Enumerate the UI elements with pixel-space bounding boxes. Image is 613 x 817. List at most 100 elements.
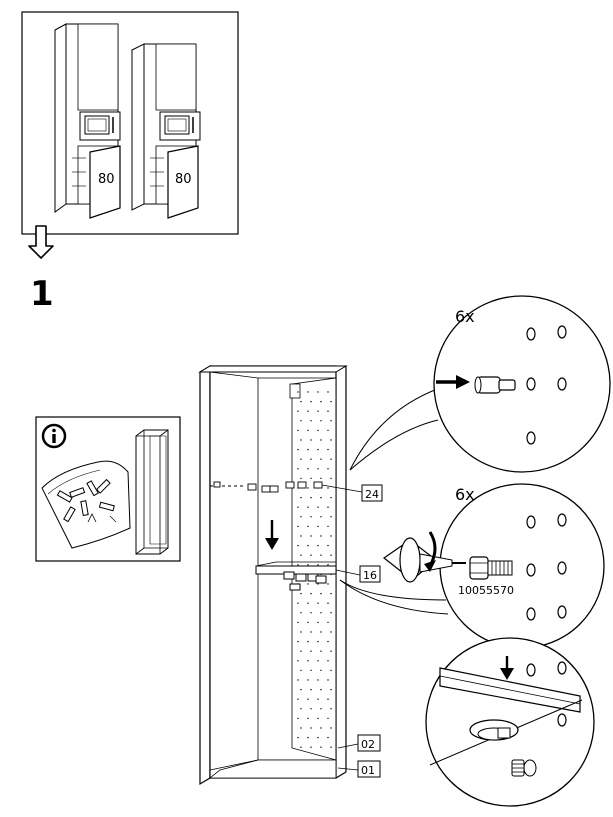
- hole-dot: [300, 727, 302, 729]
- hole-dot: [327, 564, 329, 566]
- hole-dot: [327, 487, 329, 489]
- hole-dot: [317, 640, 319, 643]
- hole-dot: [330, 650, 332, 652]
- hole-dot: [330, 535, 332, 537]
- hole-dot: [297, 679, 299, 681]
- hole-dot: [300, 516, 302, 518]
- hole-dot: [307, 544, 309, 547]
- hole-dot: [320, 554, 322, 556]
- hole-dot: [330, 612, 332, 614]
- hole-dot: [317, 717, 319, 720]
- hole-dot: [330, 477, 332, 480]
- hole-dot: [320, 669, 322, 672]
- black-arrow-icon: [436, 375, 470, 389]
- hole-dot: [300, 439, 302, 441]
- hole-dot: [317, 602, 319, 604]
- hole-dot: [317, 429, 319, 432]
- hole-dot: [307, 640, 309, 643]
- detail-circle-middle: 6x 10055570: [339, 483, 605, 649]
- hole-dot: [320, 477, 322, 480]
- hole-dot: [320, 727, 322, 729]
- hole-dot: [327, 736, 329, 739]
- hole-dot: [300, 496, 302, 499]
- hole-dot: [317, 525, 319, 528]
- hole-dot: [317, 679, 319, 681]
- callout-24-label: 24: [365, 488, 379, 501]
- hole-dot: [310, 516, 312, 518]
- hole-dot: [300, 669, 302, 672]
- hole-dot: [320, 592, 322, 595]
- hole-dot: [310, 554, 312, 556]
- hole-dot: [310, 420, 312, 422]
- hole-dot: [300, 535, 302, 537]
- hole-dot: [320, 516, 322, 518]
- hole-dot: [327, 698, 329, 700]
- hole-dot: [300, 746, 302, 748]
- hole-dot: [317, 468, 319, 470]
- callout-16-label: 16: [363, 569, 377, 582]
- fittings-bag-icon: [41, 460, 131, 549]
- hole-dot: [297, 544, 299, 547]
- hole-dot: [330, 439, 332, 441]
- info-icon: [41, 423, 67, 449]
- overview-cabinet-left: 80: [54, 23, 121, 219]
- hole-dot: [317, 391, 319, 393]
- outline-down-arrow-icon: [28, 225, 54, 259]
- screw-icon: [469, 556, 513, 580]
- hole-dot: [307, 583, 309, 585]
- hole-dot: [300, 400, 302, 403]
- hole-dot: [307, 468, 309, 470]
- overview-cabinet-right: 80: [131, 43, 201, 219]
- hole-dot: [297, 660, 299, 662]
- hole-dot: [317, 698, 319, 700]
- hole-dot: [310, 708, 312, 710]
- hole-dot: [330, 746, 332, 748]
- black-down-arrow-icon: [500, 656, 514, 680]
- screwdriver-icon: [382, 537, 466, 583]
- detail-top-quantity: 6x: [455, 307, 475, 326]
- overview-cabinet-left-label: 80: [98, 172, 115, 187]
- hole-dot: [330, 669, 332, 672]
- hole-dot: [297, 391, 299, 393]
- hole-dot: [317, 736, 319, 739]
- detail-circle-top: 6x: [349, 295, 611, 473]
- black-down-arrow-icon: [265, 520, 279, 550]
- microwave-icon: [159, 111, 201, 141]
- info-panel: [35, 416, 181, 562]
- step-number: 1: [30, 274, 54, 314]
- hole-dot: [300, 612, 302, 614]
- detail-circle-bottom: [425, 637, 595, 807]
- hole-dot: [317, 544, 319, 547]
- hole-dot: [330, 727, 332, 729]
- hole-dot: [320, 631, 322, 633]
- hole-dot: [310, 535, 312, 537]
- hole-dot: [327, 410, 329, 412]
- hole-dot: [320, 458, 322, 460]
- hole-dot: [297, 698, 299, 700]
- shelf-16: [255, 561, 337, 591]
- hole-dot: [297, 602, 299, 604]
- shelf-pin-icon: [511, 759, 537, 777]
- callout-01-label: 01: [361, 764, 375, 777]
- hole-dot: [297, 621, 299, 624]
- hole-dot: [327, 448, 329, 451]
- shelf-pins-24: [210, 481, 323, 493]
- hole-dot: [327, 544, 329, 547]
- shelf-pin-icon: [474, 376, 516, 394]
- hole-dot: [307, 660, 309, 662]
- hole-dot: [300, 708, 302, 710]
- hole-dot: [330, 516, 332, 518]
- hole-dot: [330, 592, 332, 595]
- hole-dot: [310, 631, 312, 633]
- hole-dot: [300, 592, 302, 595]
- hole-dot: [317, 583, 319, 585]
- hole-dot: [307, 448, 309, 451]
- hole-dot: [327, 429, 329, 432]
- hole-dot: [310, 669, 312, 672]
- hole-dot: [310, 727, 312, 729]
- callout-01: 01: [337, 760, 381, 778]
- hole-dot: [297, 468, 299, 470]
- hole-dot: [297, 448, 299, 451]
